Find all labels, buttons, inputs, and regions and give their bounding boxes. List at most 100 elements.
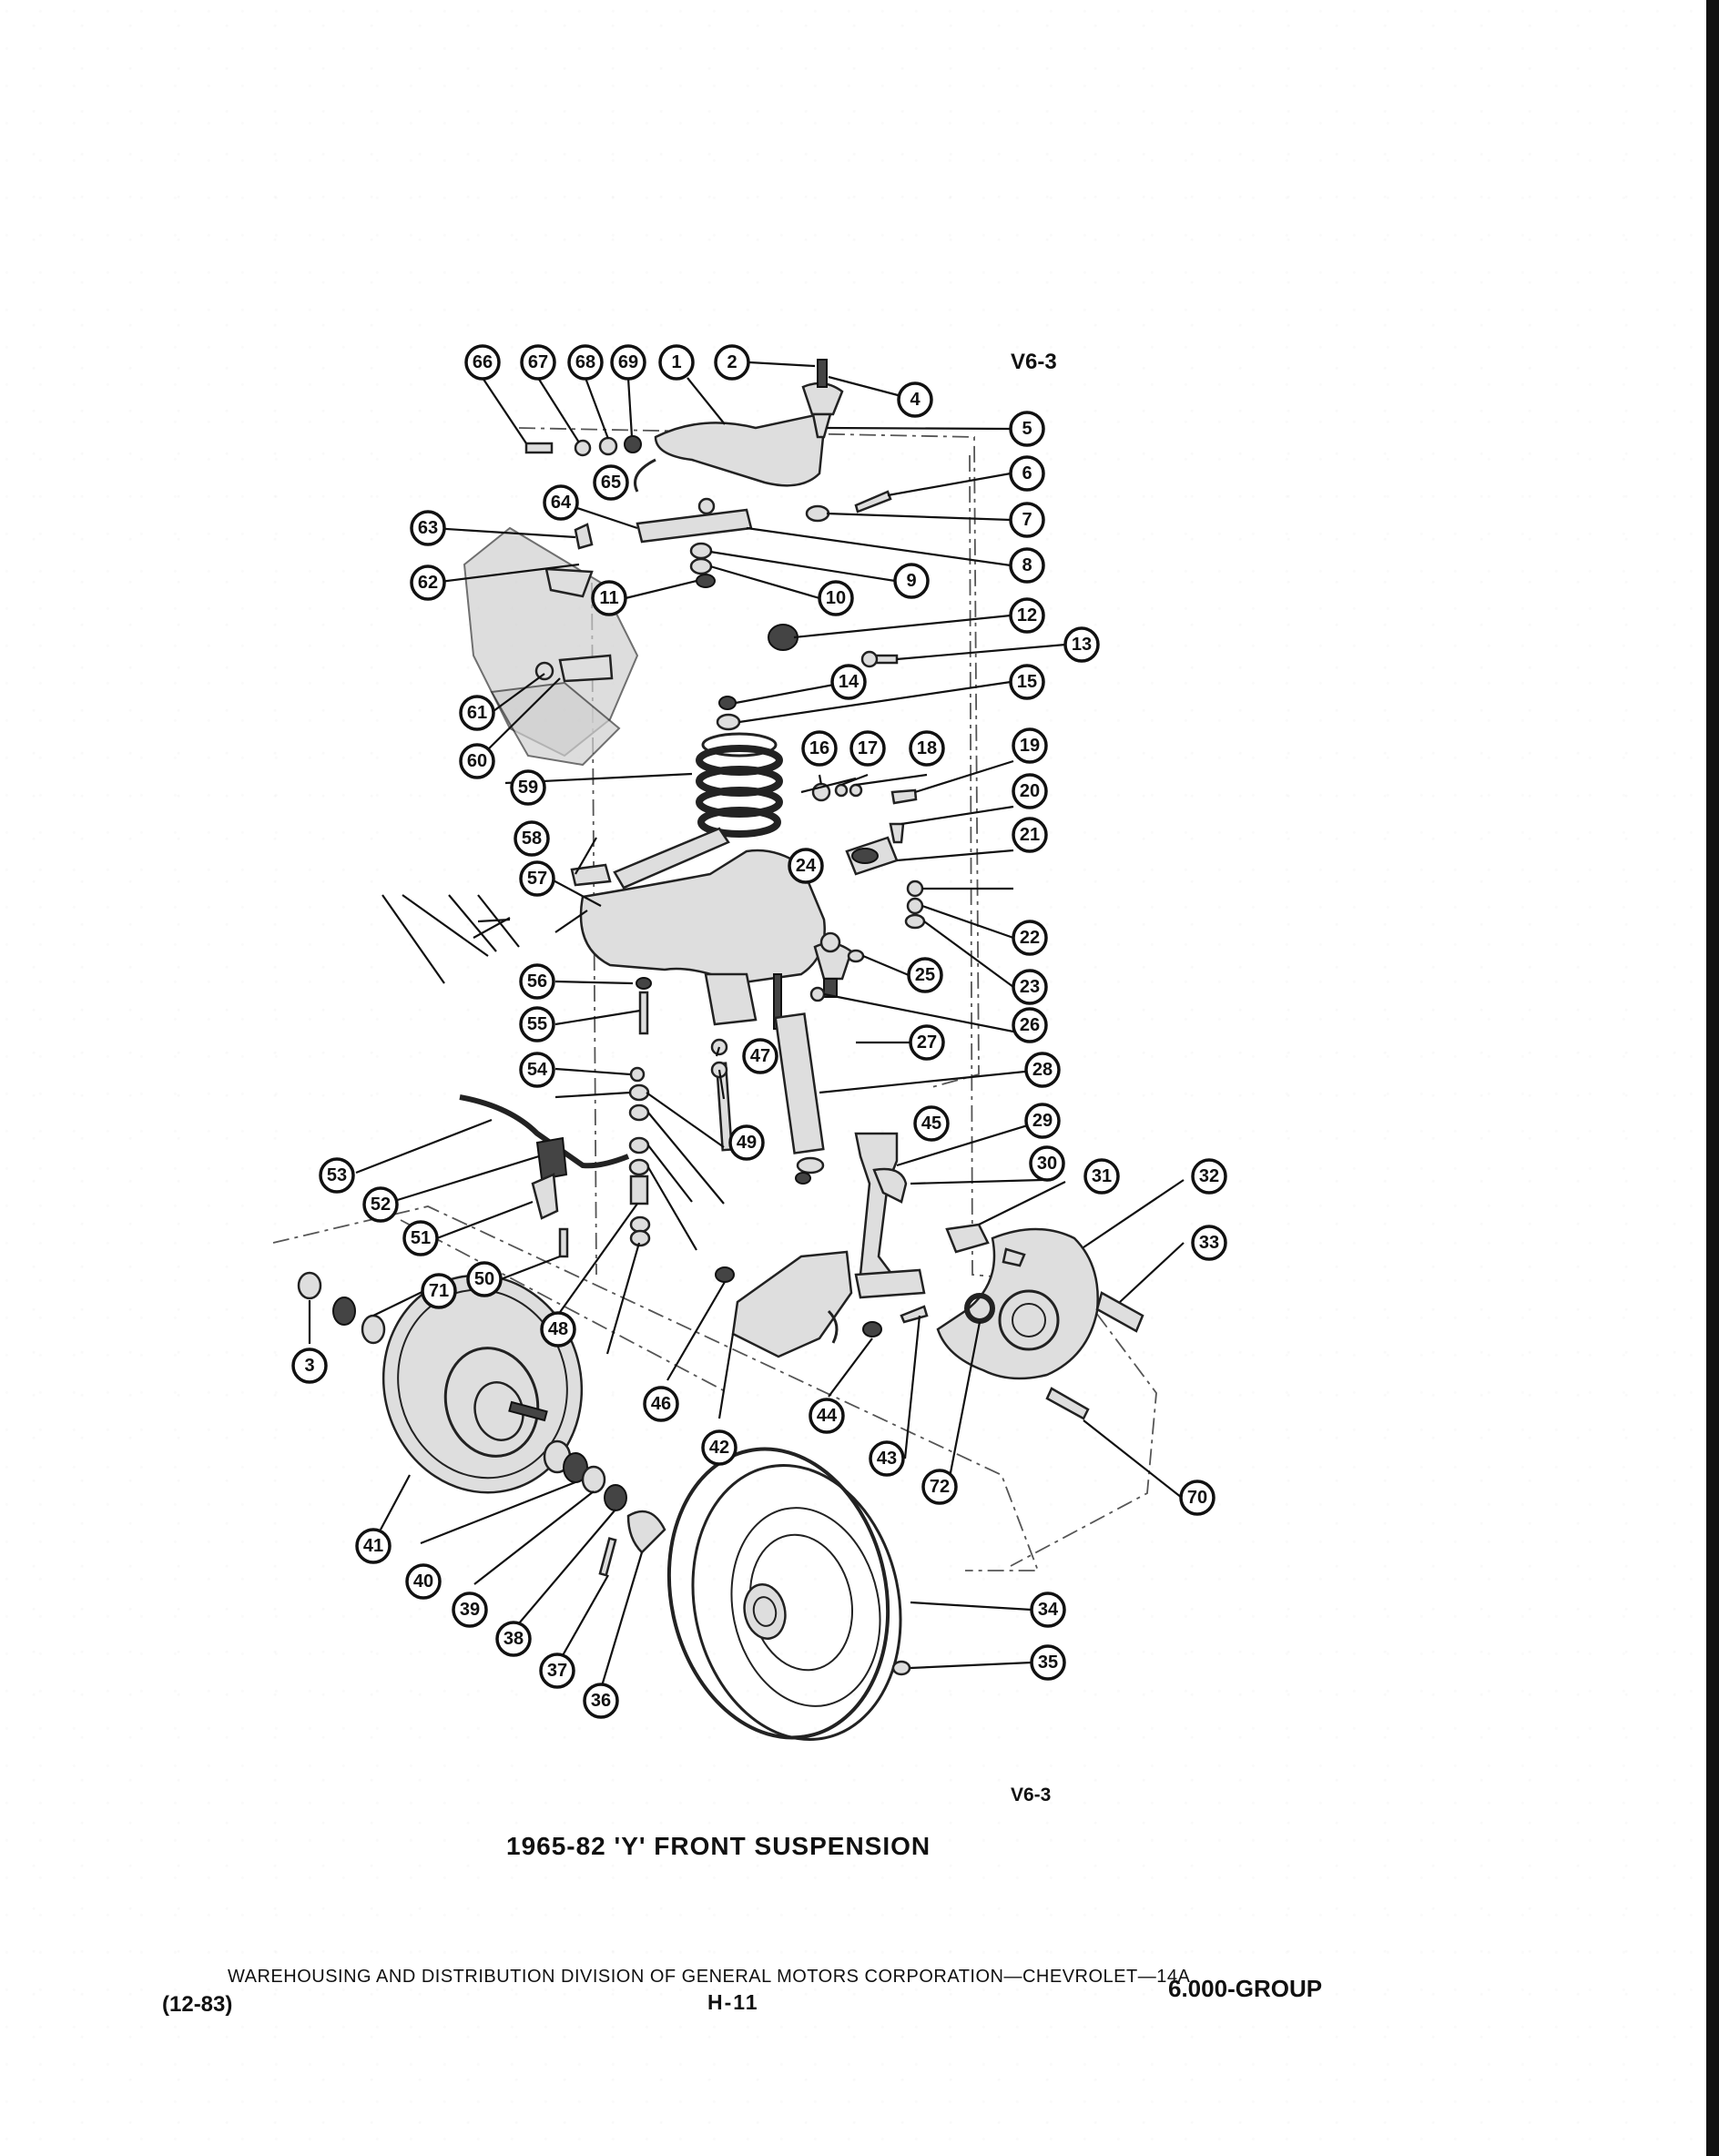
callout-57: 57 <box>519 860 555 897</box>
svg-text:20: 20 <box>1020 781 1040 801</box>
callout-42: 42 <box>701 1429 737 1466</box>
footer-page-number: H-11 <box>707 1990 759 2014</box>
svg-text:4: 4 <box>910 390 921 410</box>
callout-16-right: 16 <box>801 730 838 767</box>
footer-date: (12-83) <box>162 1992 233 2017</box>
svg-text:46: 46 <box>651 1394 671 1414</box>
svg-text:32: 32 <box>1199 1166 1219 1186</box>
svg-text:41: 41 <box>363 1536 383 1556</box>
callout-11: 11 <box>591 580 627 616</box>
svg-text:53: 53 <box>327 1165 347 1185</box>
svg-text:39: 39 <box>460 1600 480 1620</box>
callout-26: 26 <box>1012 1007 1048 1043</box>
leader-lines <box>308 361 1185 1690</box>
diagram-title: 1965-82 'Y' FRONT SUSPENSION <box>506 1832 931 1860</box>
callout-62: 62 <box>410 564 446 601</box>
svg-text:30: 30 <box>1037 1154 1057 1174</box>
callout-21: 21 <box>1012 817 1048 853</box>
callout-41: 41 <box>355 1528 392 1564</box>
svg-text:61: 61 <box>467 703 487 723</box>
callout-36: 36 <box>583 1683 619 1719</box>
callout-48: 48 <box>540 1311 576 1348</box>
lower-ball-joint <box>813 931 853 998</box>
callout-29: 29 <box>1024 1103 1061 1139</box>
footer-division-line: WAREHOUSING AND DISTRIBUTION DIVISION OF… <box>228 1967 1191 1987</box>
callout-28: 28 <box>1024 1052 1061 1088</box>
callout-69: 69 <box>610 344 646 381</box>
callouts: 66 67 68 69 1 2 4 5 6 7 8 9 10 11 12 13 … <box>291 344 1227 1719</box>
svg-text:7: 7 <box>1022 510 1032 530</box>
callout-22: 22 <box>1012 920 1048 956</box>
callout-30: 30 <box>1029 1145 1065 1182</box>
callout-7: 7 <box>1009 502 1045 538</box>
svg-text:24: 24 <box>796 856 817 876</box>
svg-text:67: 67 <box>528 352 548 372</box>
wheel <box>666 1447 911 1741</box>
callout-58: 58 <box>514 820 550 857</box>
upper-ball-joint <box>801 359 844 439</box>
svg-text:29: 29 <box>1032 1111 1053 1131</box>
svg-text:22: 22 <box>1020 928 1040 948</box>
callout-19-right: 19 <box>1012 727 1048 764</box>
svg-text:60: 60 <box>467 751 487 771</box>
svg-text:71: 71 <box>429 1281 449 1301</box>
svg-text:68: 68 <box>575 352 595 372</box>
svg-text:12: 12 <box>1017 605 1037 625</box>
svg-text:70: 70 <box>1187 1488 1207 1508</box>
callout-33: 33 <box>1191 1225 1227 1261</box>
svg-text:57: 57 <box>527 869 547 889</box>
svg-text:33: 33 <box>1199 1233 1219 1253</box>
svg-text:45: 45 <box>921 1114 941 1134</box>
callout-17-right: 17 <box>849 730 886 767</box>
callout-3: 3 <box>291 1348 328 1384</box>
svg-text:50: 50 <box>474 1269 494 1289</box>
svg-text:49: 49 <box>737 1133 757 1153</box>
svg-text:27: 27 <box>917 1032 937 1053</box>
svg-text:23: 23 <box>1020 977 1040 997</box>
svg-text:1: 1 <box>671 352 681 372</box>
callout-40: 40 <box>405 1563 442 1600</box>
callout-72: 72 <box>921 1469 958 1505</box>
svg-text:13: 13 <box>1072 635 1092 655</box>
callout-1: 1 <box>658 344 695 381</box>
svg-text:54: 54 <box>527 1060 548 1080</box>
svg-text:63: 63 <box>418 518 438 538</box>
coil-spring <box>696 696 783 838</box>
svg-text:15: 15 <box>1017 672 1037 692</box>
svg-text:31: 31 <box>1092 1166 1112 1186</box>
splash-shield <box>936 1227 1144 1420</box>
svg-text:34: 34 <box>1038 1600 1059 1620</box>
svg-text:19: 19 <box>1020 736 1040 756</box>
callout-54: 54 <box>519 1052 555 1088</box>
illustration-code-top: V6-3 <box>1011 350 1057 374</box>
svg-text:26: 26 <box>1020 1015 1040 1035</box>
svg-text:58: 58 <box>522 829 542 849</box>
callout-67: 67 <box>520 344 556 381</box>
callout-27: 27 <box>909 1024 945 1061</box>
callout-4-top: 4 <box>897 381 933 418</box>
svg-text:43: 43 <box>877 1449 897 1469</box>
callout-25: 25 <box>907 957 943 993</box>
svg-text:14: 14 <box>839 672 860 692</box>
callout-32: 32 <box>1191 1158 1227 1195</box>
callout-50: 50 <box>466 1261 503 1297</box>
callout-70: 70 <box>1179 1480 1216 1516</box>
svg-text:42: 42 <box>709 1438 729 1458</box>
steering-arm <box>715 1250 929 1358</box>
callout-39: 39 <box>452 1592 488 1628</box>
svg-text:59: 59 <box>518 778 538 798</box>
svg-text:37: 37 <box>547 1661 567 1681</box>
svg-text:69: 69 <box>618 352 638 372</box>
svg-text:40: 40 <box>413 1571 433 1592</box>
svg-text:28: 28 <box>1032 1060 1053 1080</box>
callout-34: 34 <box>1030 1592 1066 1628</box>
footer-group: 6.000-GROUP <box>1168 1975 1323 2002</box>
wheel-bearings <box>543 1439 666 1577</box>
callout-15-upper: 15 <box>1009 664 1045 700</box>
svg-text:66: 66 <box>473 352 493 372</box>
callout-2: 2 <box>714 344 750 381</box>
callout-49: 49 <box>728 1124 765 1161</box>
callout-23: 23 <box>1012 969 1048 1005</box>
callout-8: 8 <box>1009 547 1045 584</box>
